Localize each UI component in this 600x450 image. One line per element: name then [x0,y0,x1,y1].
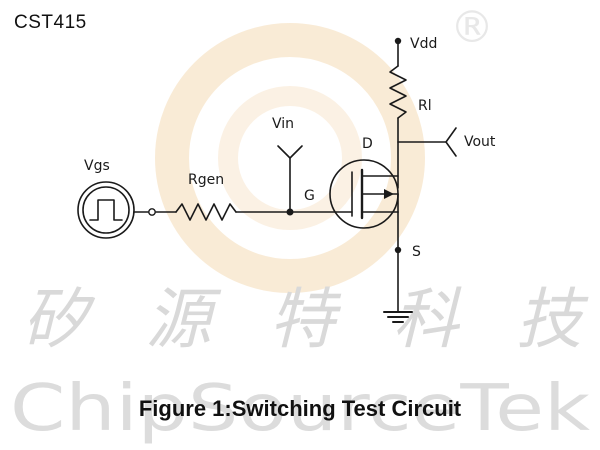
label-g: G [304,188,315,204]
label-rl: Rl [418,98,432,114]
figure-caption: Figure 1:Switching Test Circuit [138,396,462,421]
resistor-rgen [175,203,237,221]
vout-antenna-icon [445,127,457,157]
label-vdd: Vdd [410,36,437,52]
watermark-logo-icon [155,23,425,293]
label-s: S [412,244,421,260]
gate-junction [286,208,294,216]
label-rgen: Rgen [188,172,224,188]
vin-antenna-icon [277,145,303,159]
source-terminal [394,246,402,254]
watermark-chinese-text: 矽 源 特 科 技 [22,281,589,358]
vgs-source-inner [82,186,130,234]
vgs-terminal [148,208,156,216]
resistor-rl [389,65,407,119]
watermark-registered-mark: ® [450,2,494,53]
vgs-source-body [77,181,135,239]
label-d: D [362,136,373,152]
mosfet-arrow-icon [384,189,394,199]
part-number: CST415 [14,12,87,33]
pulse-icon [89,199,123,221]
label-vout: Vout [464,134,496,150]
label-vgs: Vgs [84,158,110,174]
label-vin: Vin [272,116,294,132]
watermark-english-text: ChipSourceTek [10,372,590,446]
vdd-terminal [394,37,402,45]
